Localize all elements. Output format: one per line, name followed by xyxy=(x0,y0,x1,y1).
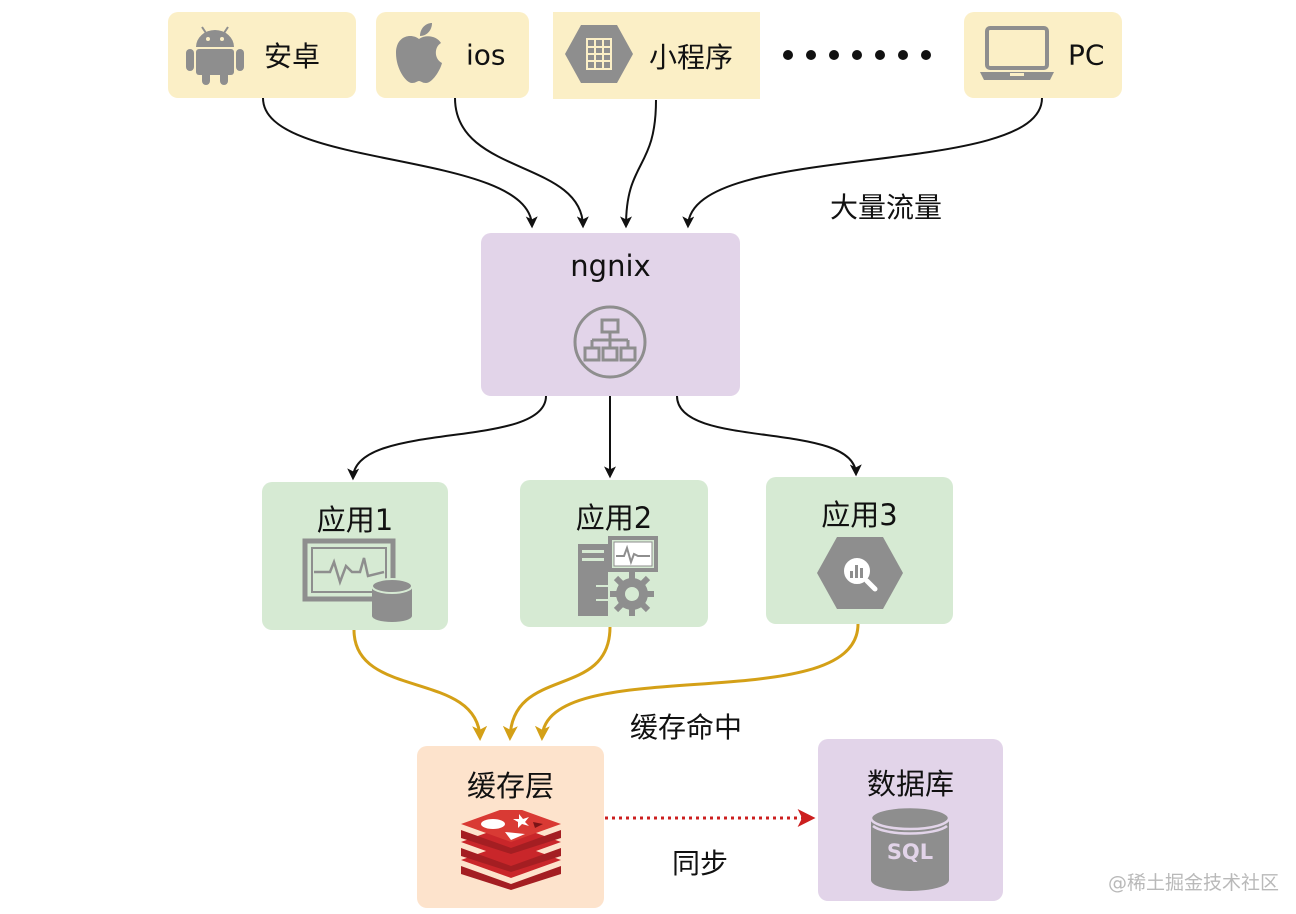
app-2-box: 应用2 xyxy=(520,480,708,627)
watermark: @稀土掘金技术社区 xyxy=(1108,872,1280,894)
app-3-title: 应用3 xyxy=(821,498,898,532)
apple-icon xyxy=(390,21,448,89)
client-ios-label: ios xyxy=(466,38,506,72)
client-android-label: 安卓 xyxy=(264,40,321,73)
mini-program-icon xyxy=(563,23,635,89)
sync-label: 同步 xyxy=(672,847,729,880)
arrow-app3-to-cache xyxy=(534,623,860,741)
client-pc-label: PC xyxy=(1068,38,1105,72)
cache-layer-box: 缓存层 xyxy=(417,746,604,908)
arrow-ngnix-to-app3 xyxy=(676,395,862,477)
cache-layer-title: 缓存层 xyxy=(466,769,554,803)
arrow-app1-to-cache xyxy=(352,629,488,741)
client-miniprogram: 小程序 xyxy=(553,12,760,99)
arrow-miniprogram-to-ngnix xyxy=(620,99,657,229)
sql-database-icon: SQL xyxy=(869,806,951,892)
android-icon xyxy=(184,21,246,89)
app-2-title: 应用2 xyxy=(575,501,653,535)
arrow-android-to-ngnix xyxy=(262,97,538,229)
client-android: 安卓 xyxy=(168,12,356,98)
bigquery-icon xyxy=(815,535,905,615)
arrow-ngnix-to-app1 xyxy=(347,395,547,481)
laptop-icon xyxy=(978,24,1056,86)
redis-icon xyxy=(459,806,563,894)
client-ios: ios xyxy=(376,12,529,98)
ellipsis-dots-icon xyxy=(783,50,931,60)
arrow-pc-to-ngnix xyxy=(682,97,1043,229)
client-miniprogram-label: 小程序 xyxy=(649,40,734,74)
app-1-title: 应用1 xyxy=(316,503,394,537)
cache-hit-label: 缓存命中 xyxy=(630,711,743,744)
server-gear-icon xyxy=(576,536,660,622)
sql-icon-text: SQL xyxy=(886,840,934,864)
traffic-label: 大量流量 xyxy=(830,191,943,224)
app-3-box: 应用3 xyxy=(766,477,953,624)
database-box: 数据库 SQL xyxy=(818,739,1003,901)
load-balancer-icon xyxy=(572,304,648,384)
monitor-database-icon xyxy=(302,538,414,626)
ngnix-title: ngnix xyxy=(570,249,651,283)
arrow-ios-to-ngnix xyxy=(454,97,589,229)
app-1-box: 应用1 xyxy=(262,482,448,630)
ngnix-box: ngnix xyxy=(481,233,740,396)
arrow-app2-to-cache xyxy=(502,626,612,741)
client-pc: PC xyxy=(964,12,1122,98)
database-title: 数据库 xyxy=(866,767,954,801)
